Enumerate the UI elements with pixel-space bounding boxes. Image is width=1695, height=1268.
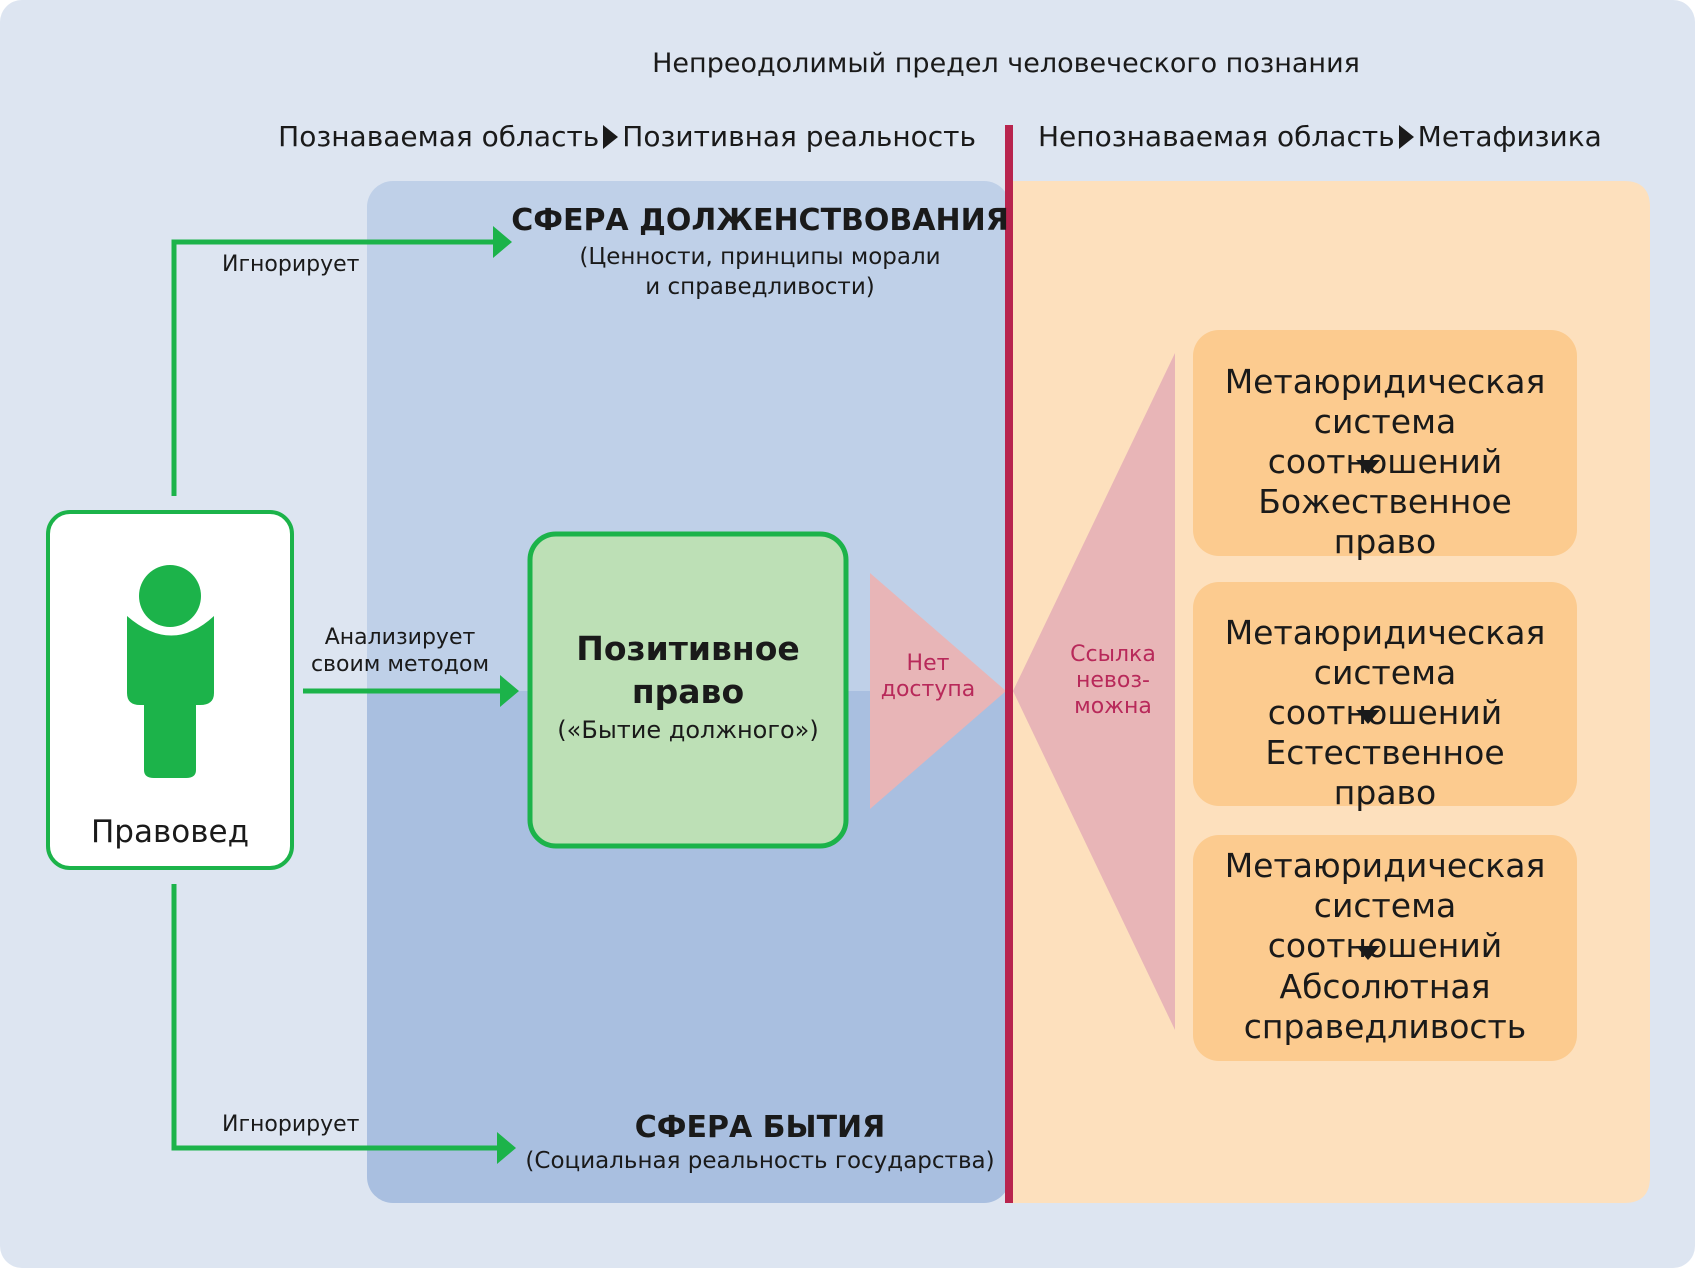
ignores-bottom-label: Игнорирует [222,1112,360,1137]
reference-impossible-label: Ссылка невоз- можна [1070,642,1156,719]
no-access-label: Нет доступа [880,651,976,702]
reference-impossible-triangle [1013,353,1175,1030]
ought-sphere-title: СФЕРА ДОЛЖЕНСТВОВАНИЯ [511,203,1009,238]
meta-system-label-1: Метаюридическая система соотношений [1224,362,1546,481]
knowable-area-label: Познаваемая область [278,120,600,153]
divine-law-label: Божественное право [1258,482,1512,561]
ought-sphere-subtitle: (Ценности, принципы морали и справедливо… [579,244,941,300]
ignores-top-label: Игнорирует [222,252,360,277]
being-sphere-subtitle: (Социальная реальность государства) [525,1148,995,1174]
arrow-down-icon [1356,710,1380,724]
positive-law-box [527,531,849,849]
knowable-header: Познаваемая область Позитивная реальность [278,120,976,153]
ignores-top-line [171,239,494,496]
diagram-title: Непреодолимый предел человеческого позна… [652,48,1360,79]
arrow-right-icon [497,1132,516,1164]
arrow-right-icon [1398,125,1414,149]
connectors [171,239,502,1151]
arrow-right-icon [500,675,519,707]
arrow-right-icon [603,125,619,149]
knowable-realm-label: Позитивная реальность [622,120,976,153]
scholar-label: Правовед [91,814,249,850]
ignores-bottom-line [171,884,498,1151]
unknowable-area-label: Непознаваемая область [1038,120,1395,153]
meta-box-2 [1193,582,1577,806]
arrow-right-icon [493,226,512,258]
meta-box-1 [1193,330,1577,556]
being-sphere-title: СФЕРА БЫТИЯ [634,1110,886,1145]
person-icon [127,565,214,778]
arrow-down-icon [1356,946,1380,960]
no-access-triangle [870,573,1006,809]
analyzes-label: Анализирует своим методом [310,625,490,677]
positive-law-subtitle: («Бытие должного») [557,716,819,744]
meta-box-3 [1193,835,1577,1061]
arrow-down-icon [1356,460,1380,474]
meta-system-label-2: Метаюридическая система соотношений [1224,613,1546,732]
natural-law-label: Естественное право [1265,733,1505,812]
meta-system-label-3: Метаюридическая система соотношений [1224,846,1546,965]
absolute-justice-label: Абсолютная справедливость [1243,967,1527,1046]
cognition-limit-line [1005,125,1013,1203]
arrowheads [493,226,519,1164]
unknowable-realm-label: Метафизика [1417,120,1602,153]
positive-law-title: Позитивное право [576,629,800,711]
unknowable-header: Непознаваемая область Метафизика [1038,120,1602,153]
